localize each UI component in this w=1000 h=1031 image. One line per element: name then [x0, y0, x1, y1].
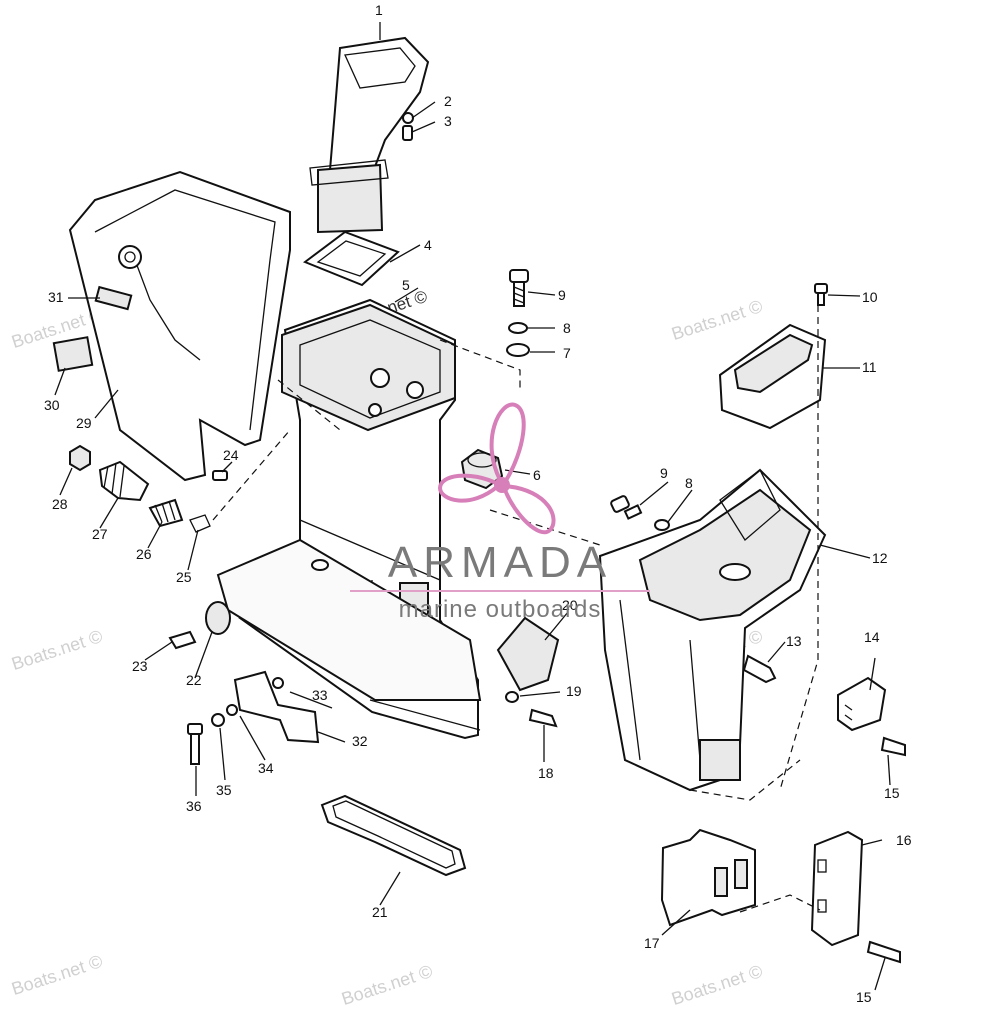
callout: 7: [563, 345, 571, 361]
callout: 6: [533, 467, 541, 483]
clamp-plate: [810, 830, 901, 964]
callout: 2: [444, 93, 452, 109]
callout: 29: [76, 415, 92, 431]
mount-bracket: [187, 670, 320, 765]
pin: [212, 470, 228, 481]
callout: 5: [402, 277, 410, 293]
shift-rod-bellows: [69, 444, 211, 533]
clamp-bracket: [837, 676, 906, 757]
callout: 13: [786, 633, 802, 649]
callout: 19: [566, 683, 582, 699]
callout: 14: [864, 629, 880, 645]
exhaust-housing: [598, 468, 827, 792]
callout: 12: [872, 550, 888, 566]
callout: 1: [375, 2, 383, 18]
callout: 10: [862, 289, 878, 305]
callout: 33: [312, 687, 328, 703]
drive-shaft-housing-cover: [68, 170, 291, 482]
callout: 35: [216, 782, 232, 798]
callout: 26: [136, 546, 152, 562]
callout: 20: [562, 597, 578, 613]
callout: 8: [563, 320, 571, 336]
callout: 21: [372, 904, 388, 920]
water-passage-plate: [496, 616, 560, 728]
callout: 3: [444, 113, 452, 129]
callout: 9: [558, 287, 566, 303]
mount-screw-upper: [506, 269, 530, 357]
drive-shaft-housing: [216, 298, 482, 740]
callout: 15: [856, 989, 872, 1005]
callout: 18: [538, 765, 554, 781]
clamp-shim: [660, 828, 756, 927]
callout: 31: [48, 289, 64, 305]
rubber-bumper: [168, 601, 231, 650]
decal: [52, 336, 94, 372]
callout: 17: [644, 935, 660, 951]
exhaust-gasket: [302, 230, 400, 287]
callout: 30: [44, 397, 60, 413]
callout: 24: [223, 447, 239, 463]
leader-lines: [54, 22, 891, 991]
callout: 28: [52, 496, 68, 512]
seal-ring: [320, 794, 467, 877]
callout: 15: [884, 785, 900, 801]
callout: 4: [424, 237, 432, 253]
callout: 23: [132, 658, 148, 674]
callout: 34: [258, 760, 274, 776]
callout: 11: [862, 359, 877, 375]
callout-labels: 1 2 3 4 5 6 7 8 9 10 11 12 13 14 15 16 1…: [44, 2, 912, 1005]
callout: 36: [186, 798, 202, 814]
callout: 22: [186, 672, 202, 688]
callout: 8: [685, 475, 693, 491]
propeller-logo-icon: [437, 402, 556, 535]
callout: 27: [92, 526, 108, 542]
mount-screw-right: [610, 495, 670, 531]
bolt: [742, 654, 777, 684]
callout: 9: [660, 465, 668, 481]
top-cover: [718, 283, 828, 430]
callout: 32: [352, 733, 368, 749]
exhaust-tube: [309, 36, 430, 234]
callout: 16: [896, 832, 912, 848]
callout: 25: [176, 569, 192, 585]
exhaust-screw: [402, 112, 414, 141]
